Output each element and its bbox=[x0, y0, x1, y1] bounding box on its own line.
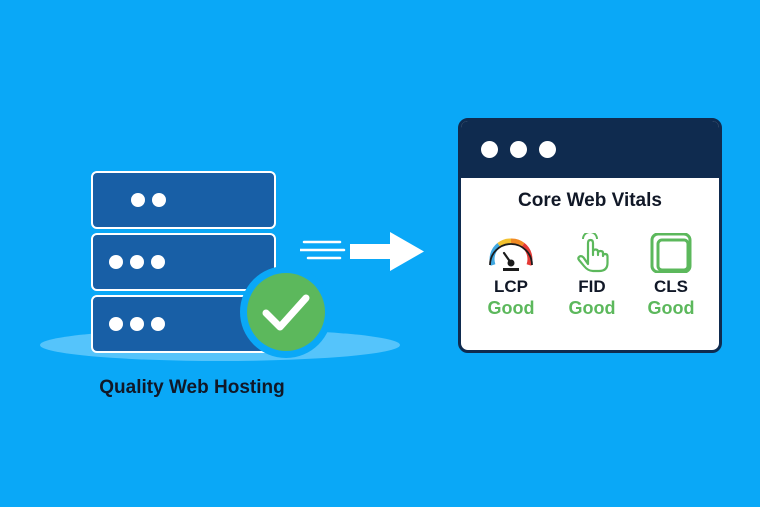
metric-status: Good bbox=[568, 298, 616, 318]
server-lights bbox=[109, 255, 165, 269]
browser-window: Core Web Vitals LCP Good bbox=[458, 118, 722, 353]
server-light bbox=[130, 255, 144, 269]
layout-shift-icon bbox=[650, 233, 692, 273]
metric-status: Good bbox=[647, 298, 695, 318]
browser-title-bar bbox=[461, 121, 719, 178]
window-dot bbox=[481, 141, 498, 158]
metric-name: CLS bbox=[654, 277, 688, 296]
server-light bbox=[151, 317, 165, 331]
server-light bbox=[152, 193, 166, 207]
pointer-hand-icon bbox=[577, 233, 609, 273]
checkmark-circle-icon bbox=[240, 266, 332, 358]
window-dot bbox=[539, 141, 556, 158]
server-unit bbox=[91, 233, 276, 291]
metric-lcp: LCP Good bbox=[471, 233, 551, 319]
server-light bbox=[131, 193, 145, 207]
metric-name: FID bbox=[578, 277, 606, 296]
metric-fid: FID Good bbox=[552, 233, 632, 319]
server-unit bbox=[91, 171, 276, 229]
server-light bbox=[151, 255, 165, 269]
server-caption: Quality Web Hosting bbox=[99, 377, 285, 398]
server-light bbox=[109, 317, 123, 331]
window-dot bbox=[510, 141, 527, 158]
server-lights bbox=[109, 317, 165, 331]
arrow-right-icon bbox=[300, 232, 424, 271]
speedometer-icon bbox=[489, 238, 533, 271]
metric-cls: CLS Good bbox=[631, 233, 711, 319]
vitals-title: Core Web Vitals bbox=[518, 190, 662, 211]
metric-name: LCP bbox=[494, 277, 528, 296]
server-light bbox=[109, 255, 123, 269]
metric-status: Good bbox=[487, 298, 535, 318]
server-lights bbox=[131, 193, 166, 207]
server-light bbox=[130, 317, 144, 331]
